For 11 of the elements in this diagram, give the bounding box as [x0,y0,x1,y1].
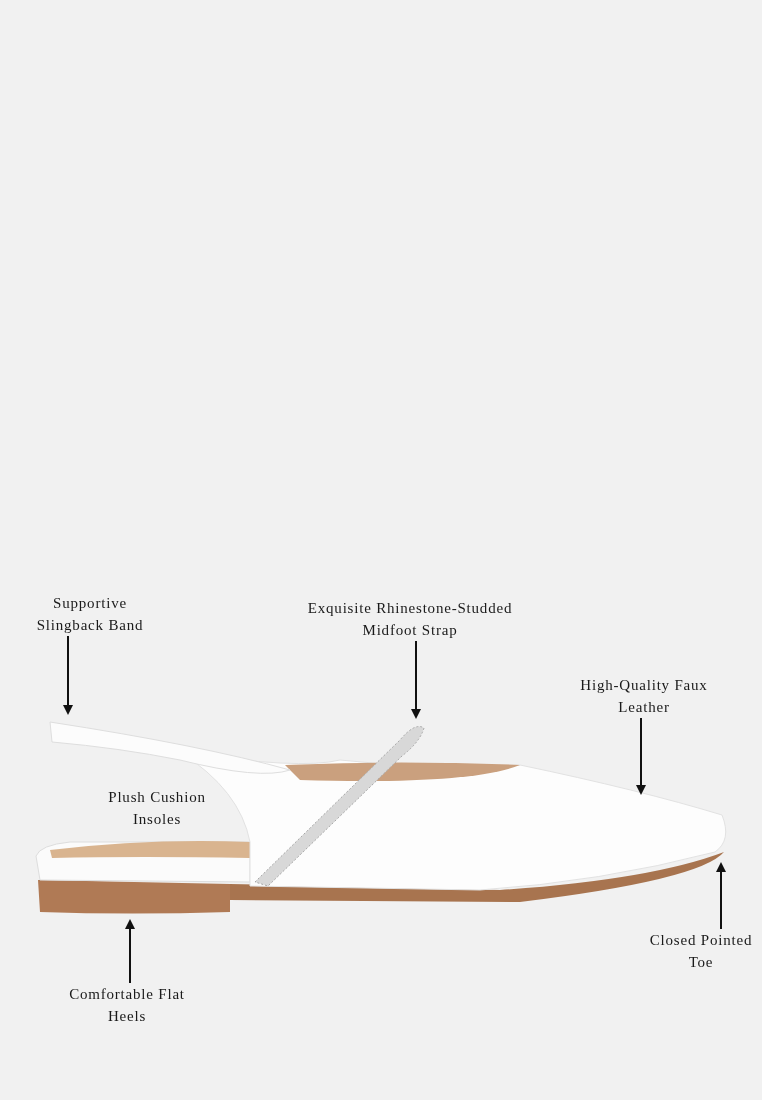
callout-label: Exquisite Rhinestone-Studded Midfoot Strap [300,597,520,641]
callout-label: Closed Pointed Toe [640,929,762,973]
part-label: Plush Cushion Insoles [107,788,207,829]
arrow [411,640,421,719]
arrow [716,862,726,930]
arrow [125,919,135,984]
callout-label: Supportive Slingback Band [20,592,160,636]
callout-label: Comfortable Flat Heels [60,983,194,1027]
arrow [63,635,73,715]
arrow [636,717,646,795]
callout-label: High-Quality Faux Leather [570,674,718,718]
